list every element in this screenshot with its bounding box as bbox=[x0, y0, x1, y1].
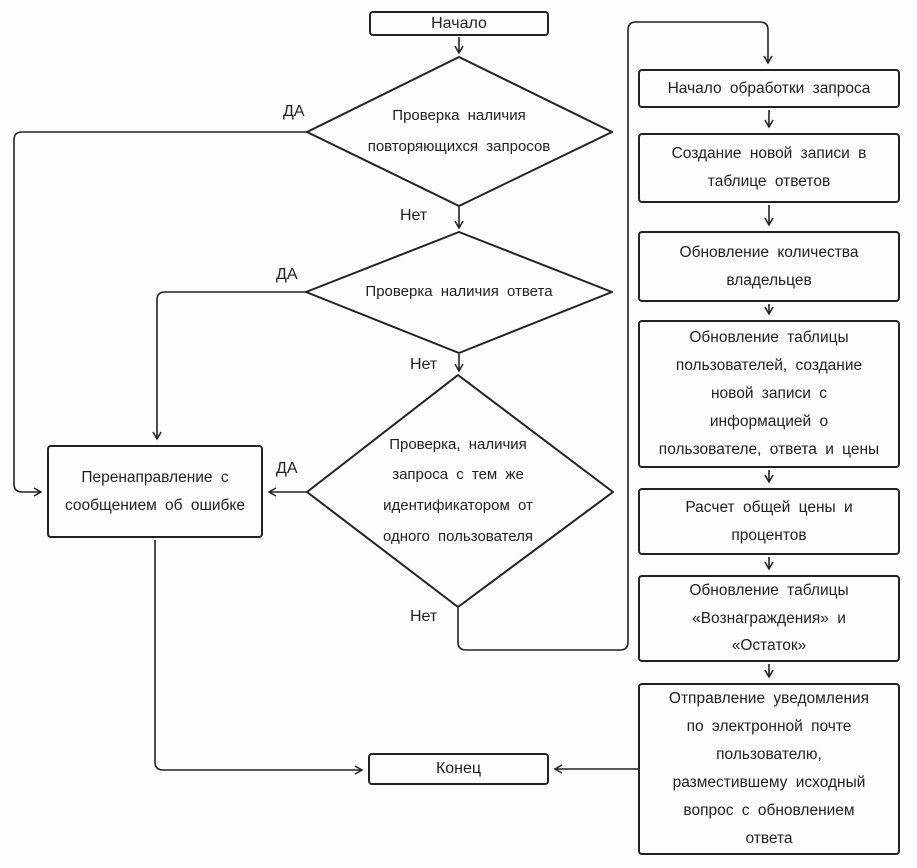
edge-decision3-no-loop-to-process1 bbox=[457, 21, 773, 651]
decision3-no-label: Нет bbox=[410, 608, 438, 625]
process2-node: Создание новой записи в таблице ответов bbox=[638, 133, 900, 203]
process5-node: Расчет общей цены и процентов bbox=[638, 488, 900, 555]
process1-node: Начало обработки запроса bbox=[638, 69, 900, 108]
edge-error-to-end bbox=[154, 540, 364, 775]
decision1-diamond bbox=[306, 56, 613, 207]
end-node: Конец bbox=[368, 753, 549, 785]
decision3-diamond bbox=[306, 374, 614, 608]
error-redirect-node: Перенаправление с сообщением об ошибке bbox=[47, 445, 263, 538]
decision1-label: Проверка наличия повторяющихся запросов bbox=[367, 107, 551, 155]
decision3-yes-label: ДА bbox=[276, 460, 298, 477]
decision3-label: Проверка, наличия запроса с тем же идент… bbox=[382, 435, 534, 545]
decision2-diamond bbox=[305, 231, 613, 354]
decision2-yes-label: ДА bbox=[276, 266, 298, 283]
process6-node: Обновление таблицы «Вознаграждения» и «О… bbox=[638, 575, 900, 662]
edge-decision2-yes-to-error bbox=[152, 291, 306, 441]
decision1-yes-label: ДА bbox=[283, 103, 305, 120]
decision2-no-label: Нет bbox=[410, 356, 438, 373]
process3-node: Обновление количества владельцев bbox=[638, 231, 900, 302]
process4-node: Обновление таблицы пользователей, создан… bbox=[638, 320, 900, 468]
process7-node: Отправление уведомления по электронной п… bbox=[638, 683, 900, 855]
decision1-no-label: Нет bbox=[400, 207, 428, 224]
decision2-label: Проверка наличия ответа bbox=[365, 282, 553, 300]
edge-decision1-yes-to-error bbox=[13, 131, 307, 497]
start-node: Начало bbox=[369, 11, 549, 36]
